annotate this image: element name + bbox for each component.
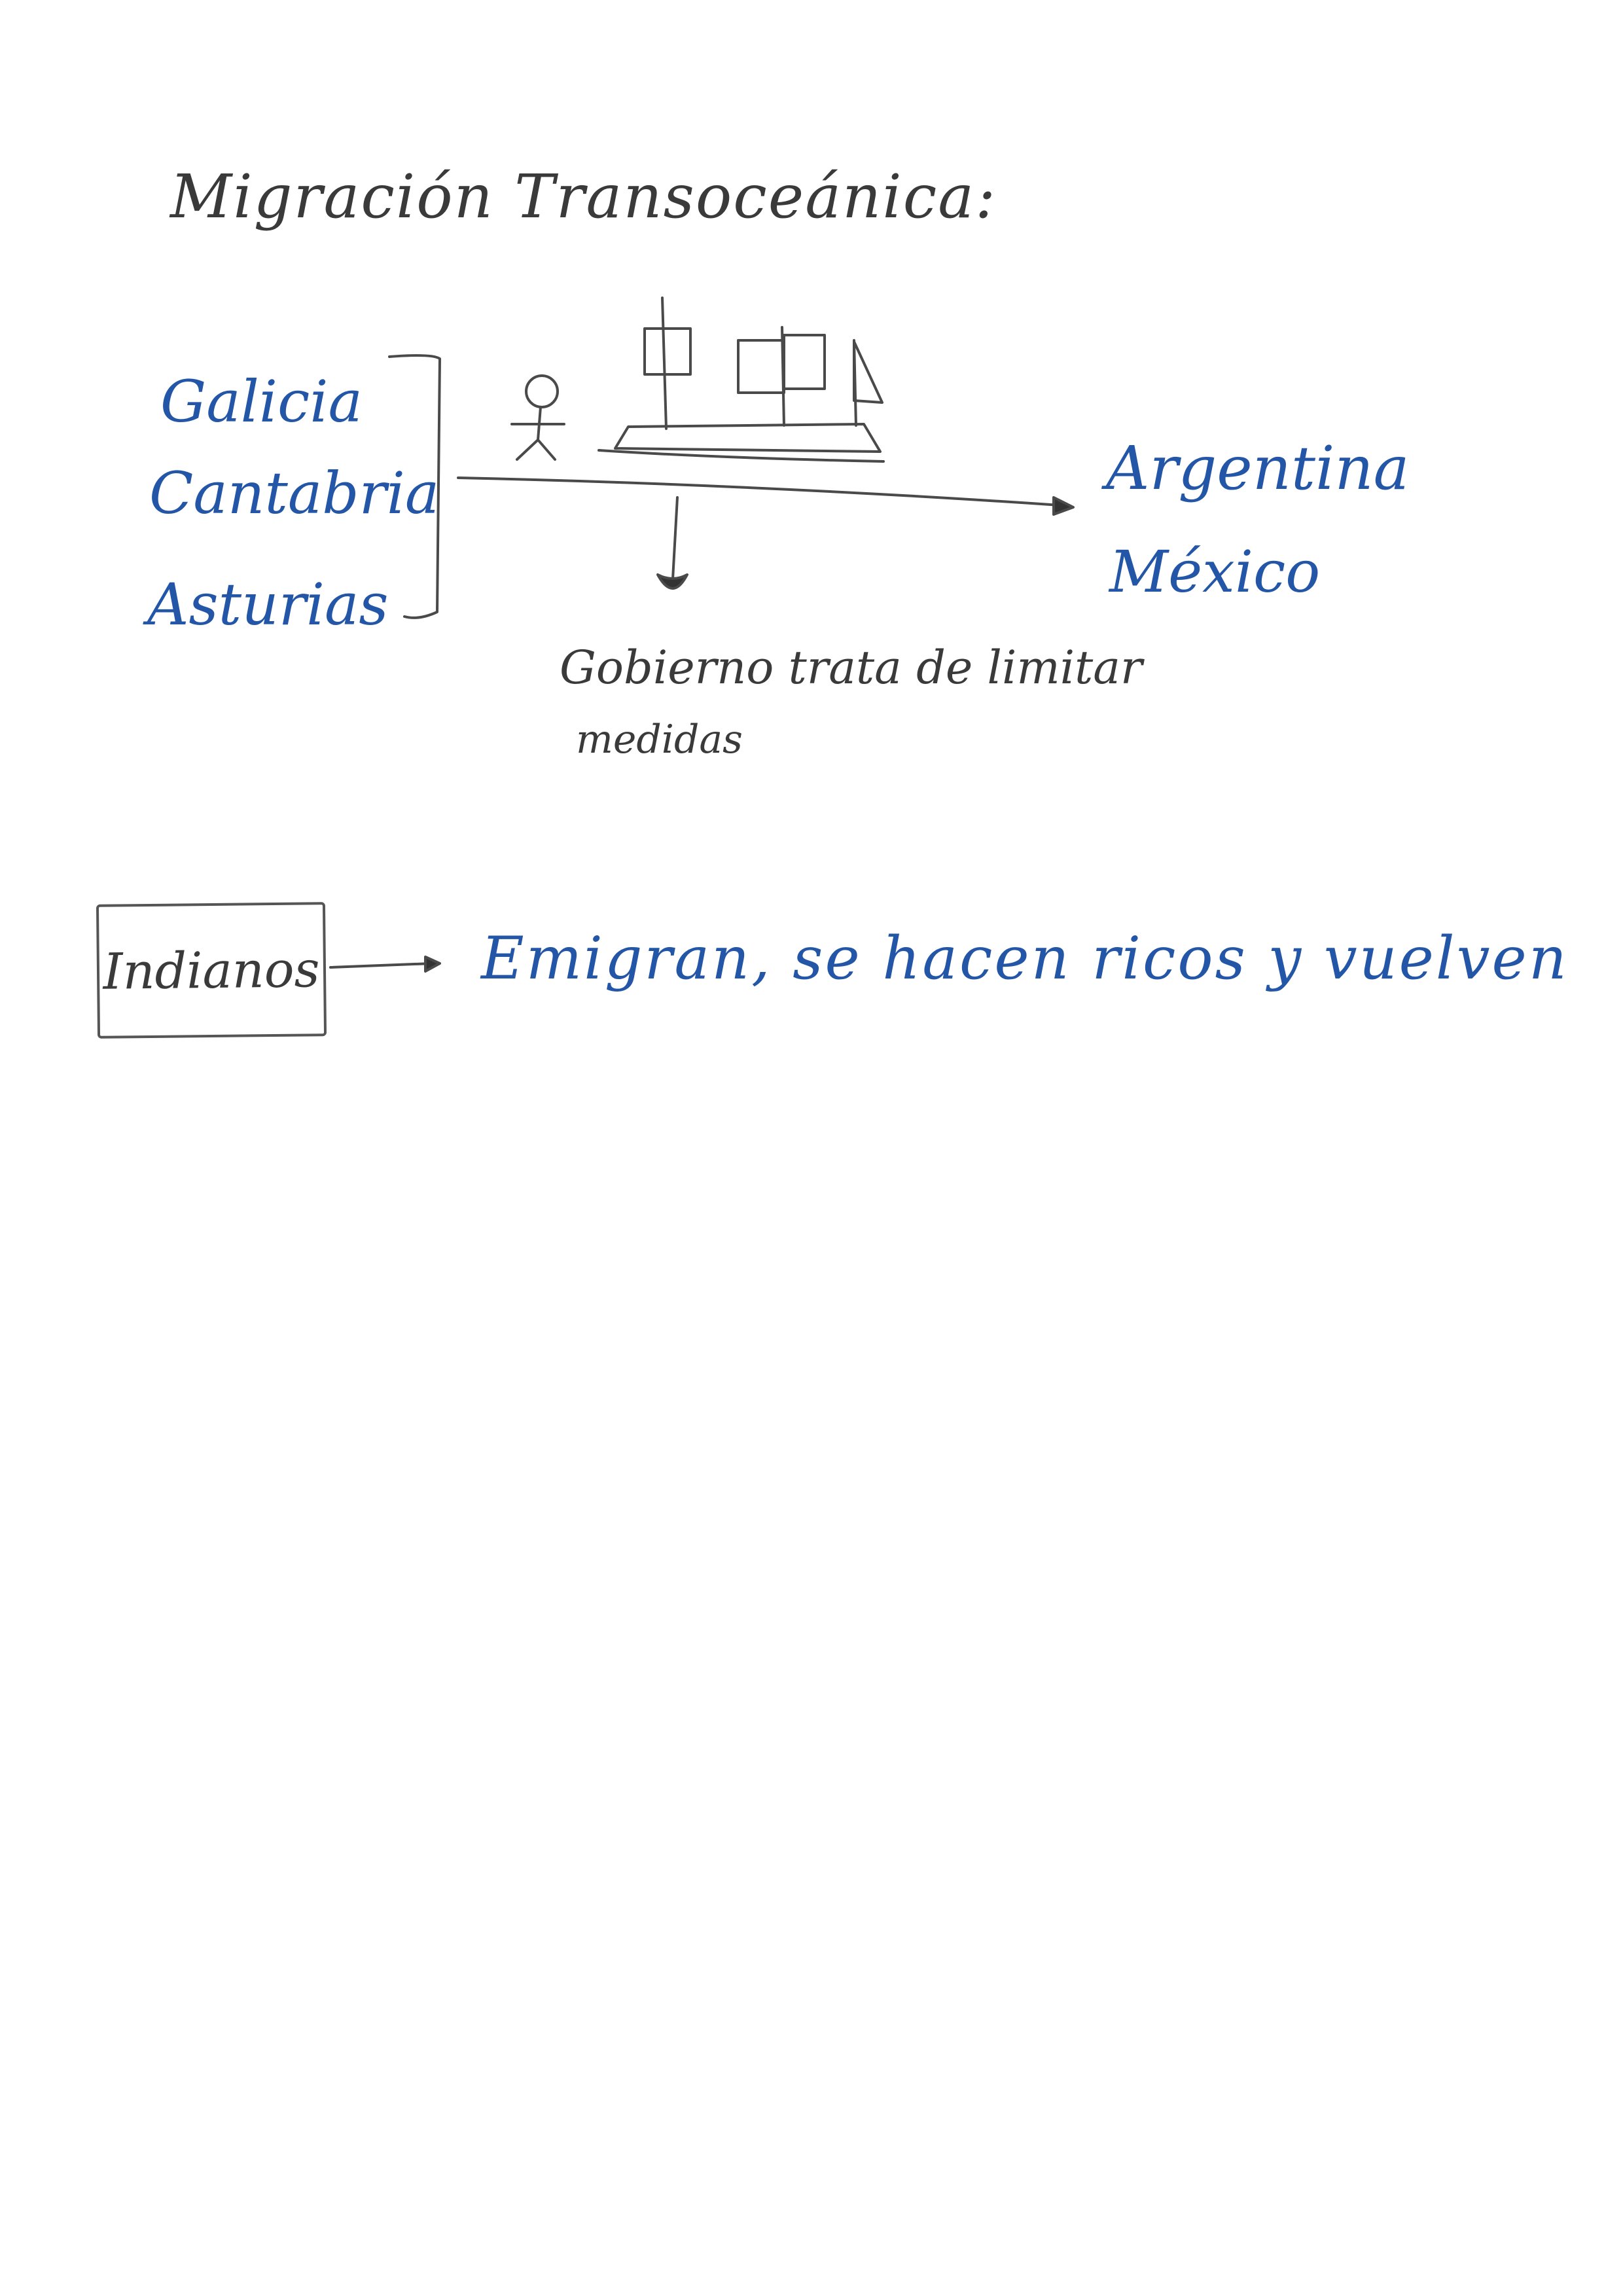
government-note-line: medidas [576,717,743,762]
destination-country: México [1109,538,1321,605]
arrow-down-icon [656,496,688,590]
origin-region: Cantabria [149,459,440,527]
arrow-right-icon [457,476,1075,516]
indianos-label: Indianos [103,939,320,1001]
origins-bracket [388,354,441,619]
origin-region: Asturias [147,571,389,638]
stick-figure-icon [510,374,565,461]
indianos-description: Emigran, se hacen ricos y vuelven [481,924,1569,993]
sailing-ship-icon [597,296,885,463]
government-note-line: Gobierno trata de limitar [560,641,1143,694]
indianos-arrow-icon [329,956,441,973]
indianos-box: Indianos [96,902,327,1039]
origin-region: Galicia [160,368,363,435]
page-title: Migración Transoceánica: [170,162,997,232]
destination-country: Argentina [1106,433,1410,503]
